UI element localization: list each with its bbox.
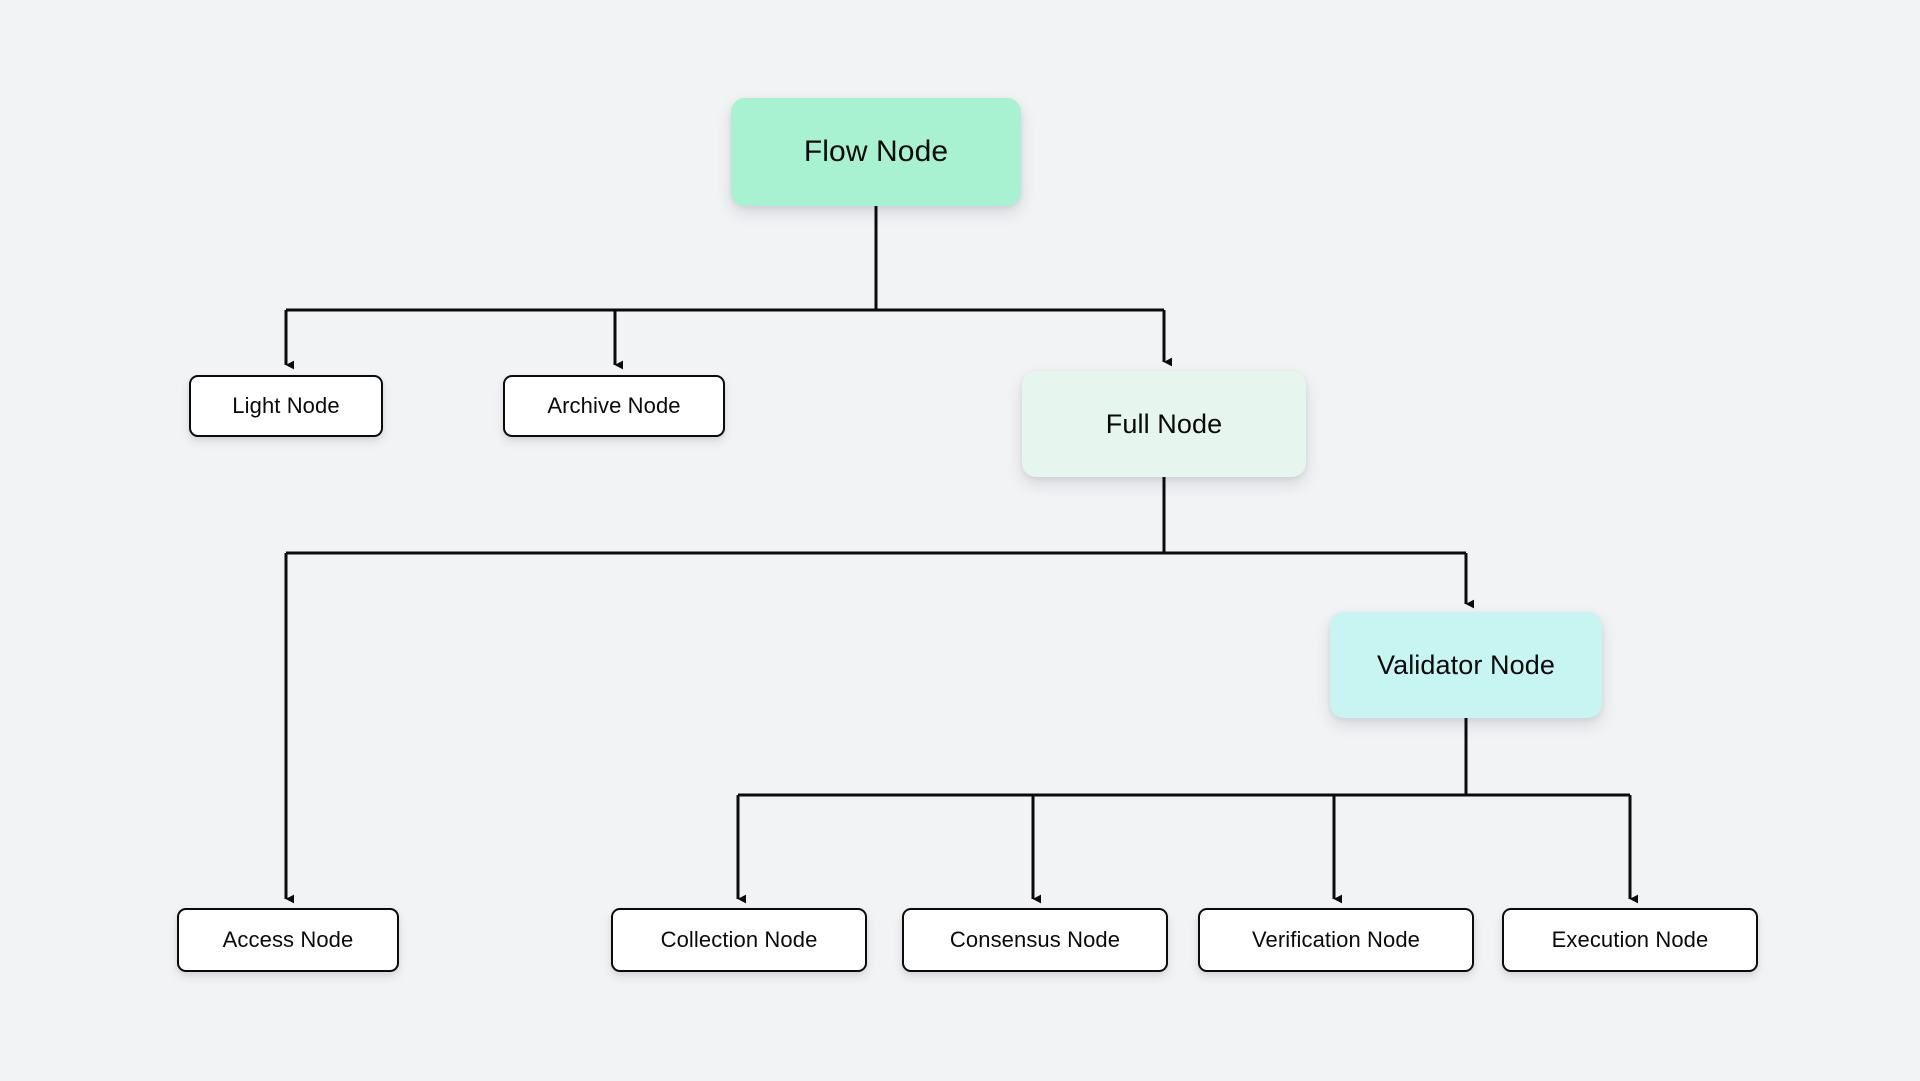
node-archive-node[interactable]: Archive Node [503, 375, 725, 437]
node-verification-node[interactable]: Verification Node [1198, 908, 1474, 972]
node-collection-node[interactable]: Collection Node [611, 908, 867, 972]
node-access-node[interactable]: Access Node [177, 908, 399, 972]
node-execution-node[interactable]: Execution Node [1502, 908, 1758, 972]
node-flow-node[interactable]: Flow Node [724, 91, 1028, 213]
node-validator-node[interactable]: Validator Node [1323, 605, 1609, 725]
node-full-node[interactable]: Full Node [1015, 364, 1313, 484]
node-light-node[interactable]: Light Node [189, 375, 383, 437]
node-consensus-node[interactable]: Consensus Node [902, 908, 1168, 972]
